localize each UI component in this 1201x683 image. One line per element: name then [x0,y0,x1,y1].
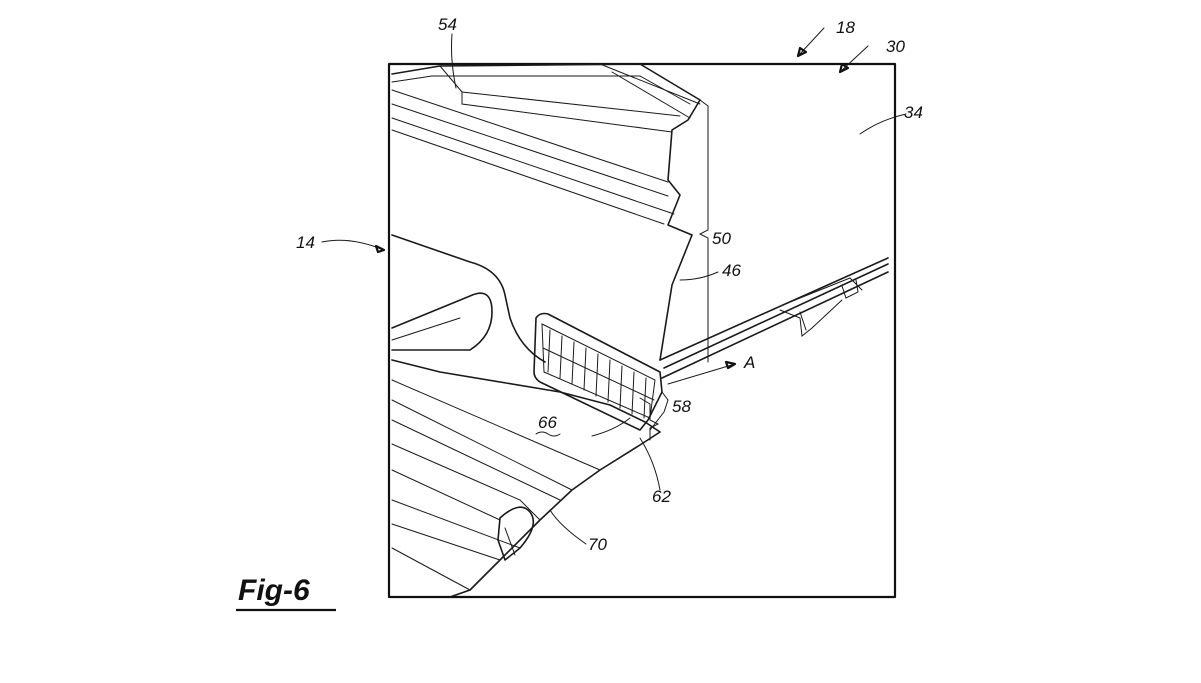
inner-wheelhouse [391,234,546,363]
label-46: 46 [722,261,741,280]
reference-labels: 54 18 30 34 14 50 46 A 58 66 62 70 [296,15,923,554]
vent-grille [533,312,669,431]
label-66-underline [535,431,561,437]
label-30: 30 [886,37,905,56]
lower-floor [391,359,661,598]
label-66: 66 [538,413,557,432]
bed-floor-rails [659,257,889,379]
leader-lines [321,27,907,545]
label-34: 34 [904,103,923,122]
label-54: 54 [438,15,457,34]
label-A: A [743,353,755,372]
view-frame [387,62,897,599]
label-18: 18 [836,18,855,37]
label-50: 50 [712,229,731,248]
figure-caption: Fig-6 [236,574,336,612]
upper-panel [391,63,701,361]
figure-caption-text: Fig-6 [238,574,310,607]
label-70: 70 [588,535,607,554]
label-58: 58 [672,397,691,416]
label-62: 62 [652,487,671,506]
label-14: 14 [296,233,315,252]
